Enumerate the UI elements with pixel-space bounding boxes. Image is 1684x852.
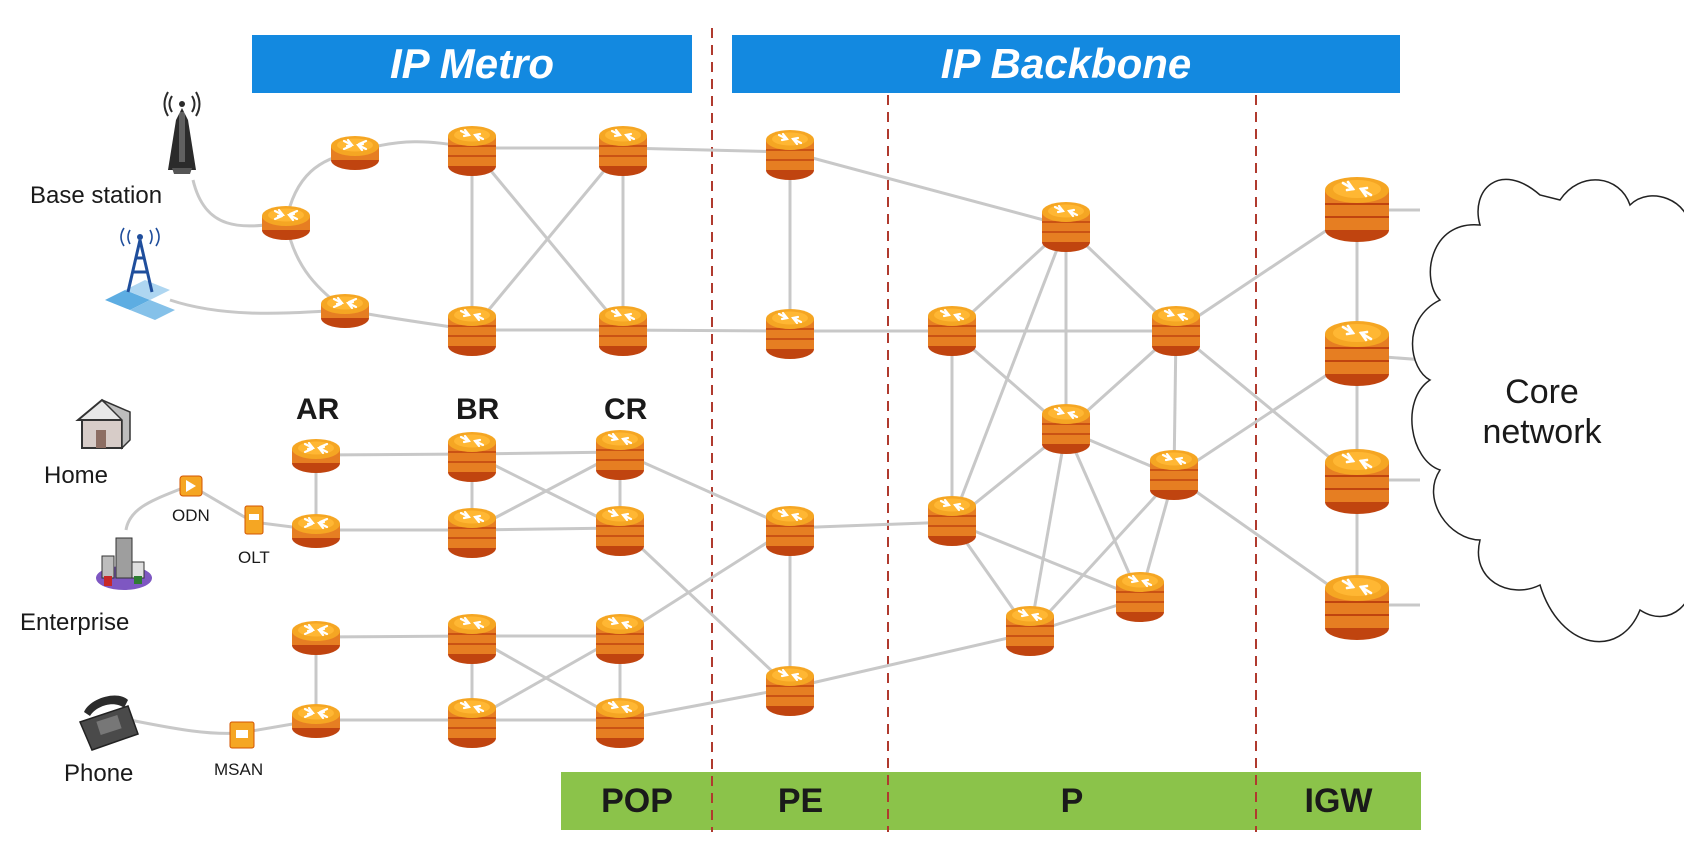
pe-router-4 [764, 664, 816, 718]
p-router-4 [1040, 402, 1092, 456]
pop-zone: POP [561, 772, 713, 830]
p-router-6 [926, 494, 978, 548]
ip-metro-banner: IP Metro [252, 35, 692, 93]
ip-backbone-title: IP Backbone [940, 40, 1192, 87]
pe-zone: PE [713, 772, 888, 830]
base-station-icon [163, 91, 201, 174]
cr-router-1 [597, 124, 649, 178]
access-router-top [329, 134, 381, 172]
p-router-8 [1004, 604, 1056, 658]
msan-label: MSAN [214, 760, 264, 779]
igw-router-1 [1323, 175, 1391, 244]
home-icon [75, 398, 131, 450]
ip-metro-title: IP Metro [389, 40, 555, 87]
pe-label: PE [777, 781, 824, 820]
access-router-tower [319, 292, 371, 330]
cr-layer-label: CR [604, 393, 648, 426]
olt-label: OLT [238, 548, 270, 567]
p-label: P [1060, 781, 1084, 820]
base-station-label: Base station [30, 182, 163, 209]
p-zone: P [888, 772, 1256, 830]
ar-router-1 [290, 437, 342, 475]
core-network-line2: network [1482, 413, 1602, 451]
olt-icon [244, 505, 264, 535]
igw-zone: IGW [1256, 772, 1421, 830]
pe-router-2 [764, 307, 816, 361]
ar-router-2 [290, 512, 342, 550]
core-network-line1: Core [1505, 373, 1579, 411]
igw-label: IGW [1304, 781, 1373, 820]
igw-router-3 [1323, 447, 1391, 516]
odn-icon [179, 475, 203, 497]
home-label: Home [44, 462, 109, 489]
core-network-label: Core network [1462, 372, 1622, 452]
odn-label: ODN [172, 506, 210, 525]
ip-backbone-banner: IP Backbone [732, 35, 1400, 93]
p-routers [926, 200, 1202, 658]
br-router-3 [446, 430, 498, 484]
phone-label: Phone [64, 760, 134, 787]
msan-icon [229, 721, 255, 749]
br-layer-label: BR [456, 393, 500, 426]
igw-router-2 [1323, 319, 1391, 388]
cr-router-3 [594, 428, 646, 482]
radio-tower-icon [105, 227, 175, 320]
br-router-1 [446, 124, 498, 178]
ar-router-3 [290, 619, 342, 657]
cr-router-6 [594, 696, 646, 750]
core-network-cloud [1411, 178, 1684, 643]
pe-router-1 [764, 128, 816, 182]
enterprise-icon [96, 537, 152, 590]
p-router-5 [1148, 448, 1200, 502]
ar-router-4 [290, 702, 342, 740]
p-router-1 [1040, 200, 1092, 254]
br-router-6 [446, 696, 498, 750]
pop-label: POP [601, 781, 673, 820]
igw-router-4 [1323, 573, 1391, 642]
p-router-2 [926, 304, 978, 358]
cr-router-2 [597, 304, 649, 358]
br-router-5 [446, 612, 498, 666]
p-router-3 [1150, 304, 1202, 358]
ar-layer-label: AR [296, 393, 340, 426]
cr-router-5 [594, 612, 646, 666]
br-router-4 [446, 506, 498, 560]
phone-icon [78, 695, 139, 751]
pe-router-3 [764, 504, 816, 558]
access-router-bs [260, 204, 312, 242]
br-router-2 [446, 304, 498, 358]
cr-router-4 [594, 504, 646, 558]
zone-separators [711, 28, 1257, 832]
p-router-7 [1114, 570, 1166, 624]
enterprise-label: Enterprise [20, 609, 130, 636]
